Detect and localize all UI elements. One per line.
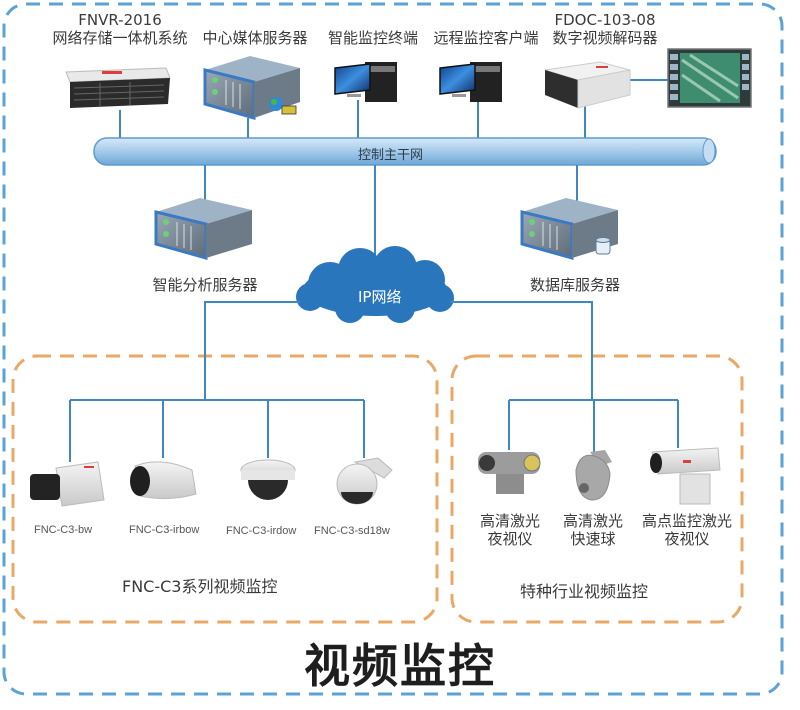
camera-label-line2: 夜视仪 (487, 530, 533, 548)
server-label-analysis: 智能分析服务器 (152, 276, 258, 294)
camera-label-line1: 高清激光 (562, 512, 623, 530)
device-label-monitor-terminal: 智能监控终端 (327, 29, 418, 47)
box-camera-icon (30, 461, 105, 507)
analysis-server-icon (154, 198, 252, 260)
video-wall-monitor-icon (667, 48, 752, 108)
section-links (69, 301, 679, 462)
section-frame-fnc-c3 (11, 354, 439, 624)
section-title-special: 特种行业视频监控 (520, 582, 649, 601)
camera-label: 高点监控激光 夜视仪 (632, 512, 742, 548)
device-model-decoder: FDOC-103-08 (554, 11, 656, 29)
device-model-nvr: FNVR-2016 (78, 11, 162, 29)
mid-links (204, 165, 578, 262)
camera-model-label: FNC-C3-bw (34, 524, 93, 536)
dome-camera-icon (240, 459, 296, 500)
server-label-database: 数据库服务器 (529, 276, 620, 294)
camera-label: 高清激光 快速球 (553, 512, 633, 548)
speed-dome-camera-icon (336, 457, 393, 505)
database-server-icon (520, 198, 618, 260)
device-label-media-server: 中心媒体服务器 (202, 29, 308, 47)
device-label-decoder: 数字视频解码器 (552, 29, 658, 47)
bullet-camera-icon (130, 461, 197, 500)
page-title: 视频监控 (304, 639, 496, 693)
camera-label-line1: 高清激光 (479, 512, 540, 530)
camera-model-label: FNC-C3-irdow (226, 525, 297, 537)
top-device-links (119, 79, 672, 140)
camera-label-line2: 夜视仪 (664, 530, 710, 548)
nvr-storage-icon (65, 67, 171, 108)
camera-label-line1: 高点监控激光 (641, 512, 732, 530)
media-server-icon (203, 56, 300, 120)
ip-network-label: IP网络 (358, 288, 402, 306)
video-decoder-icon (544, 61, 631, 109)
workstation-pc-icon (439, 62, 502, 102)
section-title-fnc-c3: FNC-C3系列视频监控 (122, 577, 278, 596)
backbone-tube (93, 137, 717, 166)
laser-ptz-camera-icon (478, 452, 541, 494)
camera-model-label: FNC-C3-irbow (129, 524, 200, 536)
camera-model-label: FNC-C3-sd18w (314, 525, 390, 537)
device-label-nvr: 网络存储一体机系统 (52, 29, 188, 47)
device-label-remote-client: 远程监控客户端 (433, 29, 539, 47)
laser-speed-dome-icon (575, 450, 612, 501)
workstation-pc-icon (334, 62, 397, 102)
section-frame-special (450, 354, 744, 624)
ip-network-cloud (296, 246, 454, 323)
camera-label-line2: 快速球 (570, 530, 616, 548)
camera-label: 高清激光 夜视仪 (470, 512, 550, 548)
backbone-label: 控制主干网 (358, 148, 424, 163)
outer-frame (2, 2, 784, 696)
high-point-laser-camera-icon (650, 447, 721, 505)
